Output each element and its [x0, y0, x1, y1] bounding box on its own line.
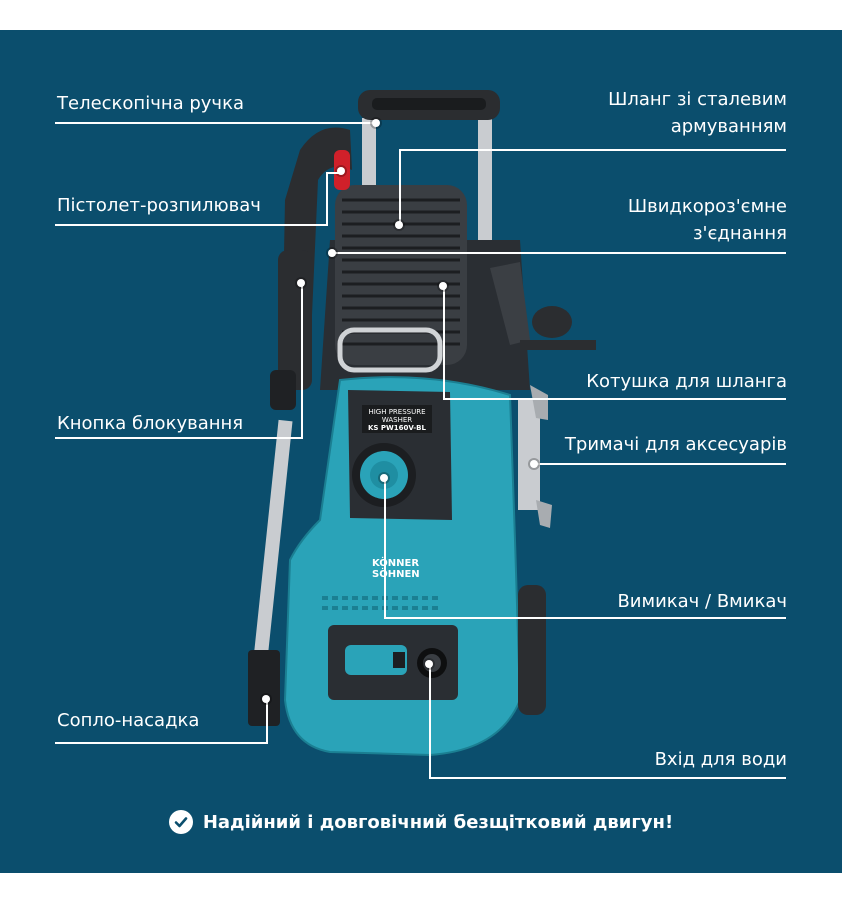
- label-lock-button: Кнопка блокування: [57, 413, 244, 434]
- callout-line-inlet-h: [430, 777, 786, 779]
- plate-line1: HIGH PRESSURE: [368, 408, 426, 416]
- label-quick-connect-line1: Швидкороз'ємне: [627, 196, 787, 217]
- callout-dot-nozzle: [262, 695, 270, 703]
- callout-dot-lock: [297, 279, 305, 287]
- main-body: [283, 376, 522, 757]
- label-steel-hose: Шланг зі сталевим армуванням: [608, 86, 787, 140]
- label-steel-hose-line1: Шланг зі сталевим: [608, 89, 787, 110]
- callout-dot-telescopic: [372, 119, 380, 127]
- brand-line1: KÖNNER: [372, 558, 420, 569]
- callout-dot-hose: [395, 221, 403, 229]
- label-telescopic-handle: Телескопічна ручка: [57, 93, 244, 114]
- label-quick-connect: Швидкороз'ємне з'єднання: [628, 193, 787, 247]
- callout-line-reel-v: [443, 286, 445, 400]
- callout-dot-switch: [380, 474, 388, 482]
- callout-dot-holders: [530, 460, 538, 468]
- footer-claim: Надійний і довговічний безщітковий двигу…: [0, 810, 842, 834]
- callout-line-quick: [332, 252, 786, 254]
- label-nozzle: Сопло-насадка: [57, 710, 200, 731]
- brand-line2: SÖHNEN: [372, 569, 420, 580]
- spray-lance: [253, 419, 293, 661]
- callout-line-lock-v: [301, 284, 303, 439]
- device-plate: HIGH PRESSURE WASHER KS PW160V-BL: [362, 408, 432, 432]
- callout-line-gun-v: [326, 172, 328, 226]
- callout-dot-quick: [328, 249, 336, 257]
- callout-line-holders: [534, 463, 786, 465]
- label-water-inlet: Вхід для води: [654, 749, 787, 770]
- plate-line2: WASHER: [381, 416, 413, 424]
- callout-line-telescopic: [55, 122, 377, 124]
- callout-dot-gun: [337, 167, 345, 175]
- callout-line-nozzle-h: [55, 742, 268, 744]
- callout-line-switch-h: [385, 617, 786, 619]
- callout-line-hose-h: [400, 149, 786, 151]
- label-quick-connect-line2: з'єднання: [692, 223, 787, 244]
- plate-model: KS PW160V-BL: [368, 424, 426, 432]
- check-circle-icon: [168, 810, 193, 834]
- callout-line-switch-v: [384, 479, 386, 619]
- callout-line-gun-stub: [326, 172, 340, 174]
- label-spray-gun: Пістолет-розпилювач: [57, 195, 261, 216]
- callout-dot-inlet: [425, 660, 433, 668]
- callout-line-lock-h: [55, 437, 303, 439]
- label-accessory-holders: Тримачі для аксесуарів: [564, 434, 787, 455]
- hose-reel: [335, 185, 467, 373]
- label-hose-reel: Котушка для шланга: [586, 371, 787, 392]
- wheel: [518, 585, 546, 715]
- callout-line-reel-h: [444, 398, 786, 400]
- label-power-switch: Вимикач / Вмикач: [617, 591, 787, 612]
- callout-line-nozzle-v: [266, 700, 268, 744]
- accessory-holder: [518, 385, 552, 528]
- footer-text: Надійний і довговічний безщітковий двигу…: [202, 811, 674, 833]
- callout-dot-reel: [439, 282, 447, 290]
- nozzle-tip: [248, 650, 280, 726]
- callout-line-gun-h: [55, 224, 327, 226]
- label-steel-hose-line2: армуванням: [670, 116, 787, 137]
- callout-line-hose-v: [399, 149, 401, 225]
- callout-line-inlet-v: [429, 664, 431, 779]
- reel-crank: [490, 262, 596, 350]
- brand-logo: KÖNNER SÖHNEN: [372, 558, 420, 580]
